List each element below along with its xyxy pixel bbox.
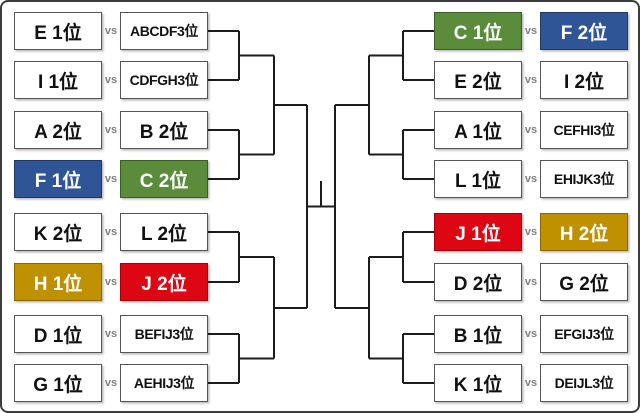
team-label: CDFGH3位 (129, 72, 199, 88)
match-left-2: I 1位 vs CDFGH3位 (14, 61, 208, 99)
team-label: ABCDF3位 (130, 23, 198, 39)
vs-label: vs (104, 124, 118, 136)
team-box: L 2位 (120, 213, 208, 251)
match-right-7: B 1位 vs EFGIJ3位 (434, 315, 628, 353)
team-box: K 2位 (14, 213, 102, 251)
team-label: EHIJK3位 (553, 171, 615, 187)
vs-label: vs (524, 74, 538, 86)
team-label: CEFHI3位 (553, 122, 615, 138)
team-label: J 2位 (141, 273, 187, 295)
team-label: L 2位 (140, 223, 188, 245)
match-right-3: A 1位 vs CEFHI3位 (434, 111, 628, 149)
match-right-2: E 2位 vs I 2位 (434, 61, 628, 99)
team-label: J 1位 (455, 223, 501, 245)
team-label: I 1位 (37, 71, 79, 93)
team-box: G 1位 (14, 364, 102, 402)
team-box: CDFGH3位 (120, 61, 208, 99)
team-box: ABCDF3位 (120, 12, 208, 50)
match-left-7: D 1位 vs BEFIJ3位 (14, 315, 208, 353)
team-box: EFGIJ3位 (540, 315, 628, 353)
team-box: I 2位 (540, 61, 628, 99)
team-label: G 2位 (559, 273, 609, 295)
team-box: J 1位 (434, 213, 522, 251)
vs-label: vs (524, 377, 538, 389)
team-label: E 2位 (454, 71, 502, 93)
team-box: C 2位 (120, 160, 208, 198)
team-box: E 1位 (14, 12, 102, 50)
team-box: H 2位 (540, 213, 628, 251)
vs-label: vs (524, 276, 538, 288)
team-label: B 2位 (139, 121, 189, 143)
vs-label: vs (104, 173, 118, 185)
vs-label: vs (104, 74, 118, 86)
team-box: A 1位 (434, 111, 522, 149)
match-left-8: G 1位 vs AEHIJ3位 (14, 364, 208, 402)
vs-label: vs (104, 377, 118, 389)
team-box: K 1位 (434, 364, 522, 402)
team-box: J 2位 (120, 263, 208, 301)
match-left-6: H 1位 vs J 2位 (14, 263, 208, 301)
team-label: B 1位 (453, 325, 503, 347)
team-label: C 1位 (453, 22, 503, 44)
team-box: F 2位 (540, 12, 628, 50)
team-label: C 2位 (139, 170, 189, 192)
vs-label: vs (524, 25, 538, 37)
team-box: DEIJL3位 (540, 364, 628, 402)
team-label: G 1位 (33, 374, 83, 396)
team-box: F 1位 (14, 160, 102, 198)
team-box: E 2位 (434, 61, 522, 99)
team-box: I 1位 (14, 61, 102, 99)
vs-label: vs (524, 328, 538, 340)
match-left-4: F 1位 vs C 2位 (14, 160, 208, 198)
team-box: D 1位 (14, 315, 102, 353)
vs-label: vs (524, 124, 538, 136)
team-box: BEFIJ3位 (120, 315, 208, 353)
match-right-1: C 1位 vs F 2位 (434, 12, 628, 50)
vs-label: vs (104, 25, 118, 37)
team-label: K 2位 (33, 223, 83, 245)
team-label: F 1位 (34, 170, 82, 192)
team-label: I 2位 (563, 71, 605, 93)
vs-label: vs (524, 173, 538, 185)
team-label: D 2位 (453, 273, 503, 295)
match-right-6: D 2位 vs G 2位 (434, 263, 628, 301)
team-label: K 1位 (453, 374, 503, 396)
team-label: H 1位 (33, 273, 83, 295)
team-label: DEIJL3位 (554, 375, 614, 391)
match-left-3: A 2位 vs B 2位 (14, 111, 208, 149)
match-left-5: K 2位 vs L 2位 (14, 213, 208, 251)
team-label: L 1位 (454, 170, 502, 192)
team-label: A 1位 (454, 121, 502, 143)
team-box: H 1位 (14, 263, 102, 301)
vs-label: vs (104, 276, 118, 288)
team-box: D 2位 (434, 263, 522, 301)
team-label: E 1位 (34, 22, 82, 44)
team-label: BEFIJ3位 (134, 326, 194, 342)
team-label: H 2位 (559, 223, 609, 245)
team-box: C 1位 (434, 12, 522, 50)
team-box: B 2位 (120, 111, 208, 149)
team-box: EHIJK3位 (540, 160, 628, 198)
match-right-5: J 1位 vs H 2位 (434, 213, 628, 251)
team-label: D 1位 (33, 325, 83, 347)
team-label: A 2位 (34, 121, 82, 143)
team-label: AEHIJ3位 (133, 375, 195, 391)
vs-label: vs (104, 226, 118, 238)
vs-label: vs (104, 328, 118, 340)
vs-label: vs (524, 226, 538, 238)
match-left-1: E 1位 vs ABCDF3位 (14, 12, 208, 50)
team-box: L 1位 (434, 160, 522, 198)
match-right-4: L 1位 vs EHIJK3位 (434, 160, 628, 198)
team-box: CEFHI3位 (540, 111, 628, 149)
team-label: EFGIJ3位 (554, 326, 614, 342)
team-box: A 2位 (14, 111, 102, 149)
team-box: AEHIJ3位 (120, 364, 208, 402)
bracket-lines-path (208, 30, 434, 384)
team-label: F 2位 (560, 22, 608, 44)
team-box: B 1位 (434, 315, 522, 353)
match-right-8: K 1位 vs DEIJL3位 (434, 364, 628, 402)
team-box: G 2位 (540, 263, 628, 301)
